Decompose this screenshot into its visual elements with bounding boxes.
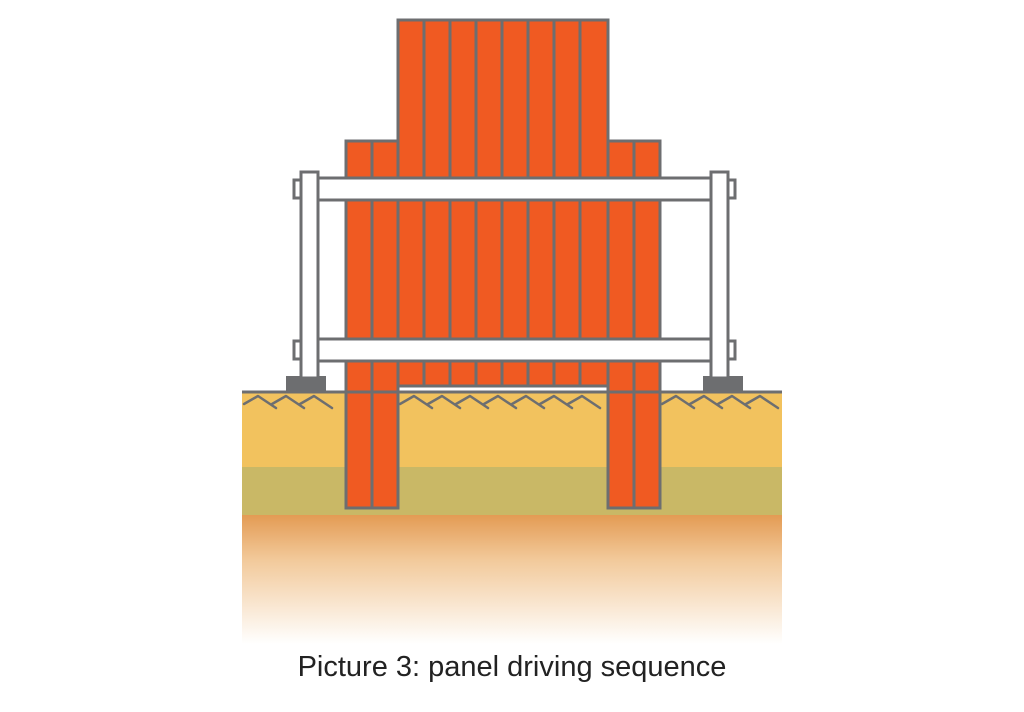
base-plate-right <box>703 376 743 392</box>
panel-outer-left-1 <box>344 139 374 510</box>
panel-middle-6 <box>526 18 556 388</box>
panel-middle-2 <box>422 18 452 388</box>
hatch-mark <box>660 394 696 410</box>
hatch-mark <box>242 394 278 410</box>
ground-surface <box>242 390 782 410</box>
left-post <box>299 170 320 380</box>
lower-waler <box>316 337 713 363</box>
upper-waler <box>316 176 713 202</box>
panel-middle-8 <box>578 18 610 388</box>
hatch-mark <box>716 394 752 410</box>
panels <box>344 18 662 510</box>
hatch-mark <box>566 394 602 410</box>
hatch-mark <box>688 394 724 410</box>
hatch-mark <box>538 394 574 410</box>
guide-frame <box>286 170 743 392</box>
hatch-mark <box>298 394 334 410</box>
panel-outer-right-1 <box>606 139 636 510</box>
hatch-mark <box>426 394 462 410</box>
soil-deep-layer <box>242 514 782 644</box>
panel-outer-right-2 <box>632 139 662 510</box>
hatch-mark <box>270 394 306 410</box>
hatch-mark <box>482 394 518 410</box>
hatch-mark <box>454 394 490 410</box>
panel-middle-7 <box>552 18 582 388</box>
soil-hatch-icon <box>242 394 780 410</box>
hatch-mark <box>510 394 546 410</box>
panel-middle-4 <box>474 18 504 388</box>
panel-middle-1 <box>396 18 426 388</box>
soil-middle-layer <box>242 467 782 515</box>
panel-middle-5 <box>500 18 530 388</box>
figure-caption: Picture 3: panel driving sequence <box>297 651 727 683</box>
soil <box>242 392 782 644</box>
panel-outer-left-2 <box>370 139 400 510</box>
panel-middle-3 <box>448 18 478 388</box>
base-plate-left <box>286 376 326 392</box>
right-post <box>709 170 730 380</box>
hatch-mark <box>744 394 780 410</box>
hatch-mark <box>398 394 434 410</box>
